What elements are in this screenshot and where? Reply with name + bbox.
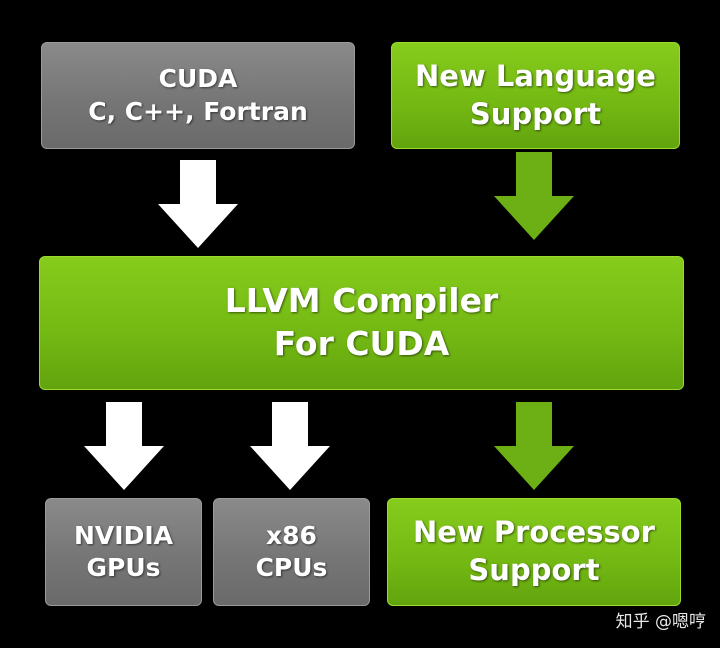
arrow-new-language-to-compiler-icon: [494, 152, 574, 240]
arrow-compiler-to-new-processor-icon: [494, 402, 574, 490]
arrow-cuda-to-compiler-icon: [158, 160, 238, 248]
compiler-title: LLVM Compiler: [224, 281, 499, 321]
nvidia-box-line1: NVIDIA: [74, 520, 173, 550]
new-processor-title: New Processor: [413, 515, 655, 550]
cuda-box-languages: C, C++, Fortran: [88, 96, 308, 126]
new-language-support-box: New Language Support: [391, 42, 680, 149]
nvidia-box-line2: GPUs: [86, 553, 161, 582]
x86-box-line2: CPUs: [255, 553, 328, 582]
x86-box-line1: x86: [266, 520, 317, 550]
arrow-compiler-to-nvidia-icon: [84, 402, 164, 490]
llvm-compiler-box: LLVM Compiler For CUDA: [39, 256, 684, 390]
new-processor-subtitle: Support: [468, 553, 600, 587]
watermark: 知乎 @嗯哼: [615, 612, 706, 632]
cuda-languages-box: CUDA C, C++, Fortran: [41, 42, 355, 149]
cuda-box-title: CUDA: [158, 64, 238, 93]
arrow-compiler-to-x86-icon: [250, 402, 330, 490]
compiler-subtitle: For CUDA: [273, 324, 450, 363]
new-language-title: New Language: [415, 58, 656, 93]
new-processor-support-box: New Processor Support: [387, 498, 681, 606]
x86-cpus-box: x86 CPUs: [213, 498, 370, 606]
new-language-subtitle: Support: [469, 96, 602, 131]
nvidia-gpus-box: NVIDIA GPUs: [45, 498, 202, 606]
